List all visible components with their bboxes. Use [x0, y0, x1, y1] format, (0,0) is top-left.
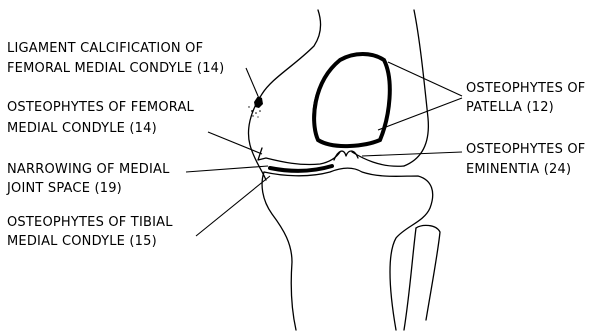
- label-tibial-line2: MEDIAL CONDYLE (15): [7, 234, 157, 249]
- label-eminentia-line1: OSTEOPHYTES OF: [466, 142, 585, 157]
- pointer-eminentia: [362, 152, 462, 156]
- pointer-femoral-osteophytes: [208, 132, 262, 154]
- label-tibial-line1: OSTEOPHYTES OF TIBIAL: [7, 215, 173, 230]
- label-eminentia-line2: EMINENTIA (24): [466, 162, 571, 177]
- label-narrowing-line2: JOINT SPACE (19): [6, 181, 122, 196]
- label-femoral-line2: MEDIAL CONDYLE (14): [7, 121, 157, 136]
- label-patella-line1: OSTEOPHYTES OF: [466, 81, 585, 96]
- patella: [313, 54, 390, 146]
- patella-osteophyte-mark: [314, 54, 390, 146]
- medial-joint-space-mark: [270, 166, 332, 171]
- label-femoral-line1: OSTEOPHYTES OF FEMORAL: [7, 100, 195, 115]
- label-patella-line2: PATELLA (12): [466, 100, 554, 115]
- pointer-joint-space: [186, 166, 268, 172]
- pointer-tibial-osteophytes: [196, 176, 270, 236]
- label-ligament-line1: LIGAMENT CALCIFICATION OF: [7, 41, 203, 56]
- pointer-ligament: [246, 68, 258, 96]
- femoral-condyle: [258, 148, 404, 166]
- fibula-outline: [404, 225, 440, 330]
- ligament-calcification: [248, 96, 263, 118]
- pointer-lines: [186, 62, 462, 236]
- label-ligament-line2: FEMORAL MEDIAL CONDYLE (14): [7, 61, 224, 76]
- label-narrowing-line1: NARROWING OF MEDIAL: [7, 162, 170, 177]
